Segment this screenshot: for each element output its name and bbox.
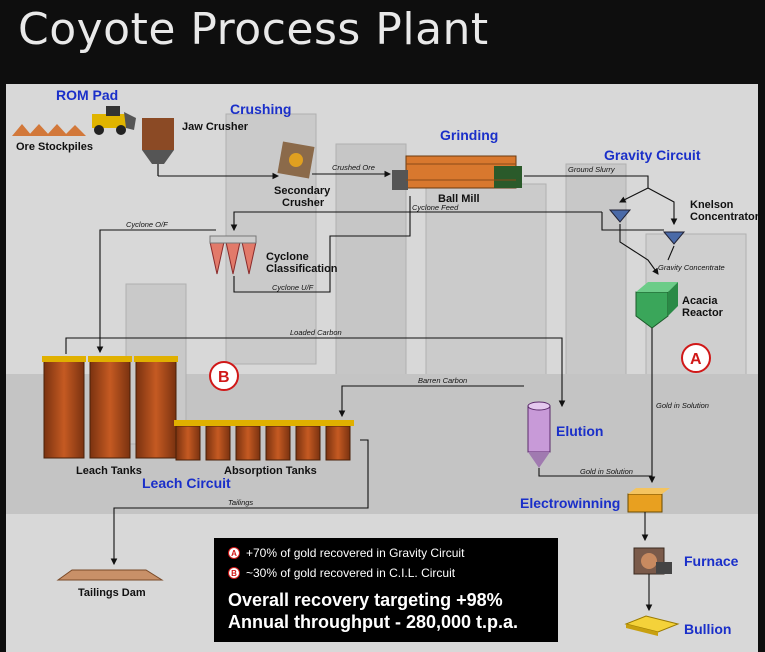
acacia-label-1: Acacia — [682, 295, 718, 307]
bullion-bars — [624, 615, 680, 636]
flow-gold-in-solution-1: Gold in Solution — [656, 401, 709, 410]
knelson-label-1: Knelson — [690, 199, 734, 211]
page-title: Coyote Process Plant — [18, 4, 489, 55]
knelson-label-2: Concentrators — [690, 211, 758, 223]
info-line-1-text: +70% of gold recovered in Gravity Circui… — [246, 546, 465, 560]
elution-column — [527, 401, 551, 468]
info-line-gravity: A +70% of gold recovered in Gravity Circ… — [228, 546, 464, 560]
leach-tanks: Leach Tanks — [42, 356, 178, 477]
flow-loaded-carbon: Loaded Carbon — [290, 328, 342, 337]
flow-gravity-concentrate: Gravity Concentrate — [658, 263, 725, 272]
secondary-crusher-label-1: Secondary — [274, 185, 331, 197]
leach-tanks-label: Leach Tanks — [76, 465, 142, 477]
flow-gold-in-solution-2: Gold in Solution — [580, 467, 633, 476]
ball-mill: Ball Mill — [392, 155, 522, 205]
secondary-crusher: Secondary Crusher — [274, 141, 331, 209]
marker-a: A — [681, 343, 711, 373]
gravity-circuit-label: Gravity Circuit — [604, 147, 701, 163]
cyclone-label-1: Cyclone — [266, 251, 309, 263]
loader-icon — [92, 106, 136, 135]
leach-circuit-label: Leach Circuit — [142, 475, 231, 491]
flow-barren-carbon: Barren Carbon — [418, 376, 467, 385]
process-flow-svg: Ore Stockpiles ROM Pad Jaw Crusher Crush… — [6, 84, 758, 652]
electrowinning-cell — [627, 488, 670, 513]
electrowinning-label: Electrowinning — [520, 495, 620, 511]
info-line-2-text: ~30% of gold recovered in C.I.L. Circuit — [246, 566, 456, 580]
jaw-crusher: Jaw Crusher — [142, 118, 249, 176]
info-recovery: Overall recovery targeting +98% — [228, 590, 503, 610]
elution-label: Elution — [556, 423, 603, 439]
flow-crushed-ore: Crushed Ore — [332, 163, 375, 172]
badge-b: B — [228, 567, 240, 579]
flow-cyclone-of: Cyclone O/F — [126, 220, 168, 229]
knelson-concentrators: Knelson Concentrators — [608, 199, 758, 245]
flow-ground-slurry: Ground Slurry — [568, 165, 616, 174]
rom-pad-label: ROM Pad — [56, 87, 118, 103]
cyclone-cluster — [209, 235, 257, 275]
cyclone-label-2: Classification — [266, 263, 338, 275]
info-line-cil: B ~30% of gold recovered in C.I.L. Circu… — [228, 566, 455, 580]
furnace-label: Furnace — [684, 553, 739, 569]
acacia-label-2: Reactor — [682, 307, 724, 319]
flow-cyclone-uf: Cyclone U/F — [272, 283, 314, 292]
marker-b: B — [209, 361, 239, 391]
bullion-label: Bullion — [684, 621, 731, 637]
tailings-dam: Tailings Dam — [56, 569, 164, 599]
flow-cyclone-feed: Cyclone Feed — [412, 203, 459, 212]
crushing-label: Crushing — [230, 101, 291, 117]
process-diagram: Ore Stockpiles ROM Pad Jaw Crusher Crush… — [6, 84, 758, 652]
absorption-tanks: Absorption Tanks — [174, 420, 354, 477]
marker-b-text: B — [218, 369, 230, 386]
secondary-crusher-label-2: Crusher — [282, 197, 325, 209]
jaw-crusher-label: Jaw Crusher — [182, 121, 249, 133]
info-box: A +70% of gold recovered in Gravity Circ… — [214, 538, 558, 642]
marker-a-text: A — [690, 351, 702, 368]
flow-tailings: Tailings — [228, 498, 253, 507]
info-throughput: Annual throughput - 280,000 t.p.a. — [228, 612, 519, 632]
ball-mill-label: Ball Mill — [438, 193, 480, 205]
grinding-label: Grinding — [440, 127, 498, 143]
flow-lines — [65, 170, 678, 612]
tailings-dam-label: Tailings Dam — [78, 587, 146, 599]
furnace — [633, 547, 672, 575]
ore-stockpiles: Ore Stockpiles — [12, 124, 93, 153]
ore-stockpiles-label: Ore Stockpiles — [16, 141, 93, 153]
acacia-reactor: Acacia Reactor — [635, 282, 724, 329]
absorption-tanks-label: Absorption Tanks — [224, 465, 317, 477]
badge-a: A — [228, 547, 240, 559]
